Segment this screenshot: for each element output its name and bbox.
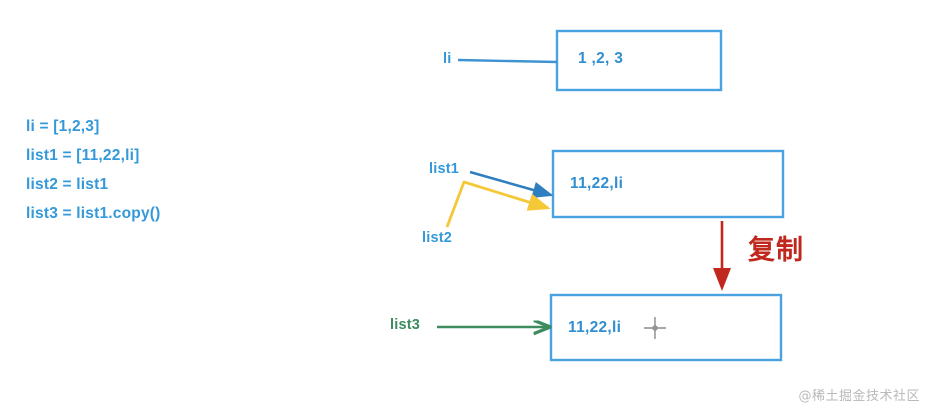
pointer-label-list1: list1 xyxy=(429,161,460,177)
copy-arrow-head xyxy=(713,268,731,291)
connector-list1 xyxy=(469,170,554,199)
code-line-list3: list3 = list1.copy() xyxy=(26,205,161,222)
watermark: @稀土掘金技术社区 xyxy=(798,389,920,404)
code-line-list2: list2 = list1 xyxy=(26,176,109,193)
pointer-label-li: li xyxy=(443,51,452,67)
copy-annotation-label: 复制 xyxy=(748,235,804,266)
code-snippet: li = [1,2,3] list1 = [11,22,li] list2 = … xyxy=(26,112,326,228)
connector-li xyxy=(457,58,558,64)
box-li xyxy=(555,29,723,92)
pointer-label-list2: list2 xyxy=(422,230,453,246)
connector-list2 xyxy=(445,180,551,228)
code-line-list1: list1 = [11,22,li] xyxy=(26,147,140,164)
box-li-value: 1 ,2, 3 xyxy=(578,50,624,67)
crosshair-icon xyxy=(644,317,666,339)
crosshair-center xyxy=(652,325,658,331)
pointer-label-list3: list3 xyxy=(390,317,421,333)
code-line-li: li = [1,2,3] xyxy=(26,118,100,135)
box-list1-value: 11,22,li xyxy=(570,175,624,192)
box-list3-value: 11,22,li xyxy=(568,319,622,336)
